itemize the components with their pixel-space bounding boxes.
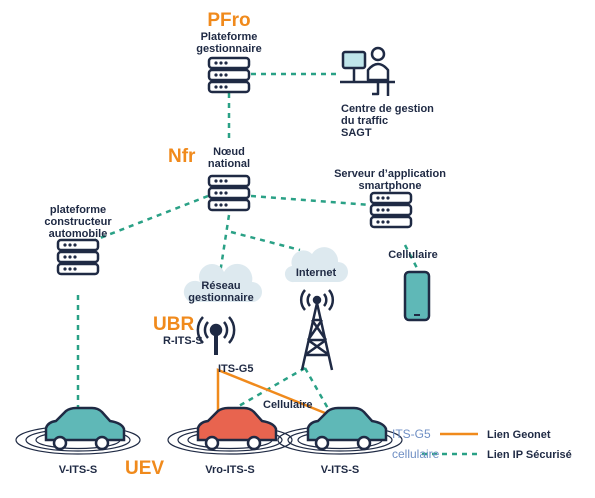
constructeur-label-1: plateforme	[50, 204, 106, 216]
vehicle-label-1: V-ITS-S	[59, 464, 98, 476]
sagt-label-2: du traffic	[341, 115, 388, 127]
sagt-label-3: SAGT	[341, 127, 372, 139]
smartphone-server-icon	[369, 191, 413, 229]
legend-cellulaire: cellulaire	[392, 447, 440, 461]
vehicle-label-2: Vro-ITS-S	[205, 464, 255, 476]
constructeur-label-3: automobile	[49, 228, 108, 240]
car-2-icon	[167, 406, 293, 455]
car-1-icon	[15, 406, 141, 455]
nfr-tag: Nfr	[168, 146, 196, 167]
itsg5-label: ITS-G5	[218, 363, 253, 375]
legend-geonet: Lien Geonet	[487, 429, 551, 441]
pfro-tag: PFro	[207, 10, 250, 31]
reseau-cloud-icon	[183, 263, 262, 302]
ubr-tag: UBR	[153, 314, 194, 335]
reseau-label-2: gestionnaire	[188, 292, 253, 304]
operator-icon	[340, 46, 395, 96]
pfro-label-2: gestionnaire	[196, 43, 261, 55]
internet-cloud-icon	[284, 247, 348, 283]
rits-label: R-ITS-S	[163, 335, 203, 347]
geonet-links	[216, 368, 478, 436]
pfro-label-1: Plateforme	[201, 31, 258, 43]
internet-label: Internet	[296, 267, 337, 279]
constructeur-server-icon	[56, 238, 100, 276]
reseau-label-1: Réseau	[201, 280, 240, 292]
car-3-icon	[277, 406, 403, 455]
legend-itsg5: ITS-G5	[392, 427, 431, 441]
smartphone-server-label-2: smartphone	[359, 180, 422, 192]
cell-tower-icon	[300, 289, 334, 371]
ip-links	[76, 72, 478, 456]
cellulaire-phone-label: Cellulaire	[388, 249, 438, 261]
nfr-server-icon	[207, 174, 251, 212]
smartphone-server-label-1: Serveur d’application	[334, 168, 446, 180]
antenna-icon	[196, 316, 236, 355]
uev-tag: UEV	[125, 458, 164, 479]
vehicle-label-3: V-ITS-S	[321, 464, 360, 476]
legend-ip: Lien IP Sécurisé	[487, 449, 572, 461]
nfr-label-1: Nœud	[213, 146, 245, 158]
nfr-label-2: national	[208, 158, 250, 170]
sagt-label-1: Centre de gestion	[341, 103, 434, 115]
pfro-server-icon	[207, 56, 251, 94]
smartphone-icon	[403, 270, 431, 322]
constructeur-label-2: constructeur	[44, 216, 112, 228]
cellulaire-cars-label: Cellulaire	[263, 399, 313, 411]
